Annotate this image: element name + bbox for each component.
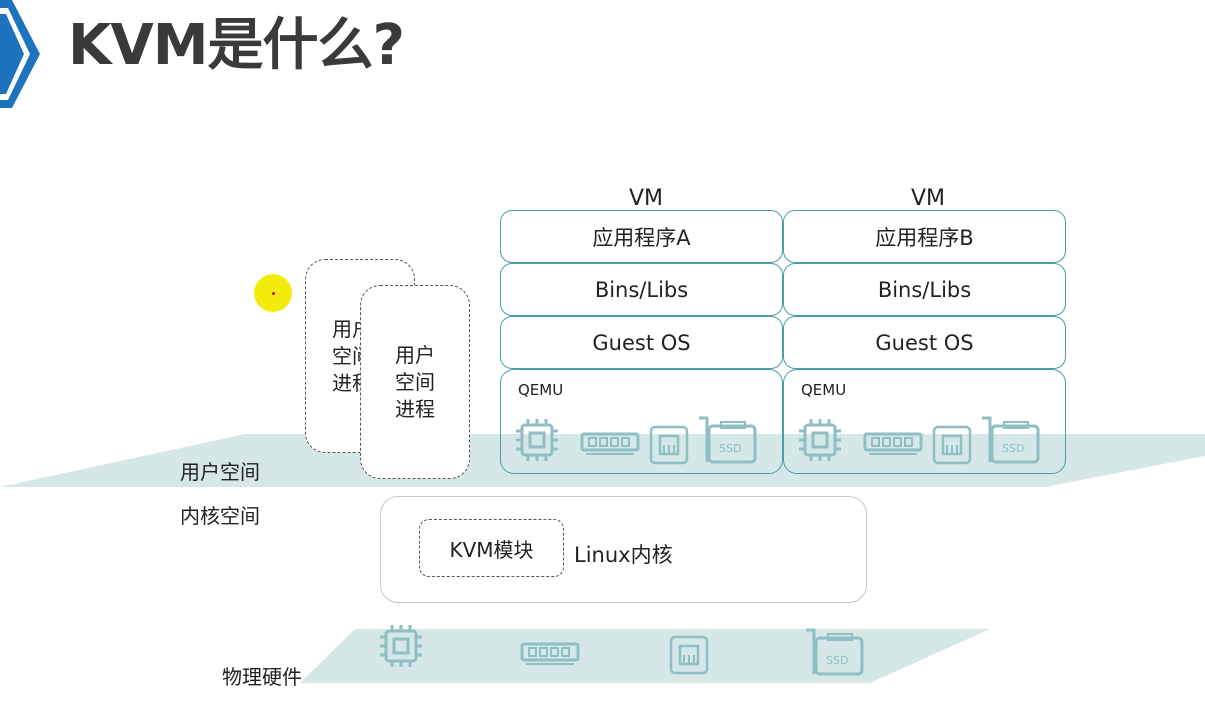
- vm-b-guest-os-label: Guest OS: [875, 330, 974, 355]
- kvm-module-box: KVM模块: [419, 519, 564, 577]
- user-process-front-label: 用户空间进程: [395, 342, 435, 421]
- vm-b-cpu-icon: [797, 417, 843, 463]
- kernel-space-label: 内核空间: [180, 504, 260, 528]
- user-space-label: 用户空间: [180, 460, 260, 484]
- vm-a-guest-os-label: Guest OS: [592, 330, 691, 355]
- vm-a-libs-label: Bins/Libs: [594, 277, 689, 302]
- vm-a-qemu: [500, 369, 783, 474]
- vm-b-qemu: [783, 369, 1066, 474]
- hw-memory-icon: [520, 642, 580, 666]
- page-title: KVM是什么?: [68, 13, 405, 78]
- user-process-front: 用户空间进程: [360, 285, 470, 479]
- vm-a-app-label: 应用程序A: [592, 225, 691, 250]
- vm-b-app-label: 应用程序B: [875, 225, 974, 250]
- hw-network-port-icon: [669, 635, 709, 675]
- vm-a-cpu-icon: [514, 417, 560, 463]
- vm-a-guest-os: Guest OS: [500, 316, 783, 369]
- vm-b-ssd-icon: [980, 416, 1040, 464]
- vm-a-memory-icon: [580, 432, 640, 456]
- vm-b-guest-os: Guest OS: [783, 316, 1066, 369]
- vm-a-libs: Bins/Libs: [500, 263, 783, 316]
- vm-a-qemu-label: QEMU: [518, 381, 564, 399]
- cursor-highlight: [254, 274, 292, 312]
- vm-a-app: 应用程序A: [500, 210, 783, 263]
- vm-b-memory-icon: [863, 432, 923, 456]
- vm-b-qemu-label: QEMU: [801, 381, 847, 399]
- vm-b-libs-label: Bins/Libs: [877, 277, 972, 302]
- header-chevron-icon: [0, 0, 40, 108]
- hw-cpu-icon: [378, 623, 424, 669]
- vm-b-label: VM: [910, 186, 946, 211]
- vm-a-ssd-icon: [697, 416, 757, 464]
- kvm-module-label: KVM模块: [449, 537, 534, 562]
- vm-b-network-port-icon: [932, 425, 972, 465]
- linux-kernel-label: Linux内核: [574, 543, 673, 567]
- vm-a-network-port-icon: [649, 425, 689, 465]
- vm-a-label: VM: [628, 186, 664, 211]
- vm-b-libs: Bins/Libs: [783, 263, 1066, 316]
- hw-ssd-icon: [804, 628, 864, 676]
- hardware-label: 物理硬件: [222, 665, 302, 689]
- vm-b-app: 应用程序B: [783, 210, 1066, 263]
